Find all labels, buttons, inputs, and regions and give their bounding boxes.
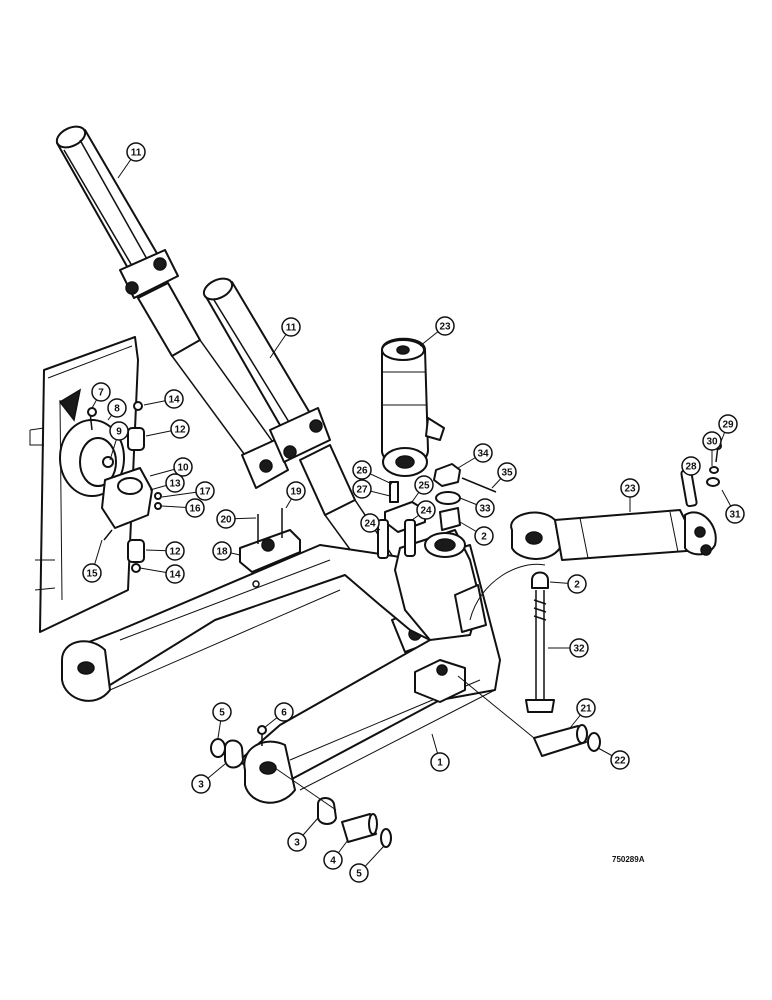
- callout-label-3: 3: [294, 838, 300, 849]
- callout-label-32: 32: [573, 644, 585, 655]
- callout-label-16: 16: [189, 504, 201, 515]
- left-pivot-fittings: [87, 401, 162, 573]
- hydraulic-cylinder-23-upper: [381, 337, 445, 477]
- hydraulic-cylinder-11-left: [55, 125, 289, 489]
- callout-bubble-15: [82, 563, 102, 583]
- callout-label-24: 24: [420, 506, 432, 517]
- mounting-bracket-18: [239, 508, 301, 588]
- pivot-bolt-32: [469, 563, 555, 713]
- callout-label-19: 19: [290, 487, 302, 498]
- callout-label-10: 10: [177, 463, 189, 474]
- callout-label-21: 21: [580, 704, 592, 715]
- swing-frame-1: [61, 529, 501, 804]
- callout-label-11: 11: [131, 148, 142, 159]
- callout-bubble-33: [475, 498, 495, 518]
- callout-label-35: 35: [501, 468, 513, 479]
- callout-bubble-19: [286, 481, 306, 501]
- hydraulic-cylinder-23-right: [510, 509, 717, 561]
- callout-bubble-4: [323, 850, 343, 870]
- callout-label-14: 14: [168, 395, 180, 406]
- callout-bubble-23: [620, 478, 640, 498]
- callout-bubble-20: [216, 509, 236, 529]
- callout-label-12: 12: [174, 425, 186, 436]
- callout-bubble-2: [474, 526, 494, 546]
- callout-bubble-9: [109, 421, 129, 441]
- callout-bubble-34: [473, 443, 493, 463]
- callout-bubble-26: [352, 460, 372, 480]
- callout-label-11: 11: [286, 323, 297, 334]
- callout-bubble-13: [165, 473, 185, 493]
- callout-label-12: 12: [169, 547, 181, 558]
- callout-label-5: 5: [356, 869, 362, 880]
- callout-label-2: 2: [574, 580, 580, 591]
- callout-bubble-28: [681, 456, 701, 476]
- callout-label-1: 1: [437, 758, 443, 769]
- callout-bubble-3: [287, 832, 307, 852]
- callout-bubble-18: [212, 541, 232, 561]
- pivot-pin-21: [457, 675, 601, 757]
- callout-label-13: 13: [169, 479, 181, 490]
- callout-bubble-14: [165, 564, 185, 584]
- callout-bubble-24: [416, 500, 436, 520]
- callout-bubble-31: [725, 504, 745, 524]
- callout-bubble-21: [576, 698, 596, 718]
- callout-label-34: 34: [477, 449, 489, 460]
- callout-bubble-35: [497, 462, 517, 482]
- callout-label-30: 30: [706, 437, 718, 448]
- callout-label-9: 9: [116, 427, 122, 438]
- callout-bubble-27: [352, 479, 372, 499]
- callout-label-14: 14: [169, 570, 181, 581]
- callout-bubble-24: [360, 513, 380, 533]
- callout-bubble-14: [164, 389, 184, 409]
- callout-label-20: 20: [220, 515, 232, 526]
- callout-label-17: 17: [199, 487, 211, 498]
- callout-label-4: 4: [330, 856, 336, 867]
- callout-label-18: 18: [216, 547, 228, 558]
- callout-label-33: 33: [479, 504, 491, 515]
- callout-bubble-6: [274, 702, 294, 722]
- callout-label-6: 6: [281, 708, 287, 719]
- callout-bubble-17: [195, 481, 215, 501]
- callout-bubble-11: [126, 142, 146, 162]
- callout-bubble-23: [435, 316, 455, 336]
- callout-bubble-25: [414, 475, 434, 495]
- callout-bubble-7: [91, 382, 111, 402]
- callout-label-31: 31: [729, 510, 741, 521]
- callout-bubble-5: [349, 863, 369, 883]
- callout-bubble-10: [173, 457, 193, 477]
- drawing-reference-number: 750289A: [612, 855, 645, 864]
- callout-bubble-11: [281, 317, 301, 337]
- callout-label-22: 22: [614, 756, 626, 767]
- callout-bubble-8: [107, 398, 127, 418]
- callout-label-23: 23: [439, 322, 451, 333]
- callout-label-7: 7: [98, 388, 104, 399]
- callout-bubble-3: [191, 774, 211, 794]
- callout-bubble-16: [185, 498, 205, 518]
- callout-bubble-2: [567, 574, 587, 594]
- callout-label-25: 25: [418, 481, 430, 492]
- callout-bubble-32: [569, 638, 589, 658]
- callout-bubble-12: [170, 419, 190, 439]
- callout-bubble-5: [212, 702, 232, 722]
- callout-label-29: 29: [722, 420, 734, 431]
- callout-bubble-1: [430, 752, 450, 772]
- callout-label-15: 15: [86, 569, 98, 580]
- callout-label-3: 3: [198, 780, 204, 791]
- callout-label-2: 2: [481, 532, 487, 543]
- callout-label-26: 26: [356, 466, 368, 477]
- callout-label-8: 8: [114, 404, 120, 415]
- callout-bubble-12: [165, 541, 185, 561]
- callout-label-27: 27: [356, 485, 368, 496]
- callout-label-23: 23: [624, 484, 636, 495]
- callout-bubble-22: [610, 750, 630, 770]
- callout-label-24: 24: [364, 519, 376, 530]
- callout-label-28: 28: [685, 462, 697, 473]
- callout-label-5: 5: [219, 708, 225, 719]
- callout-bubble-29: [718, 414, 738, 434]
